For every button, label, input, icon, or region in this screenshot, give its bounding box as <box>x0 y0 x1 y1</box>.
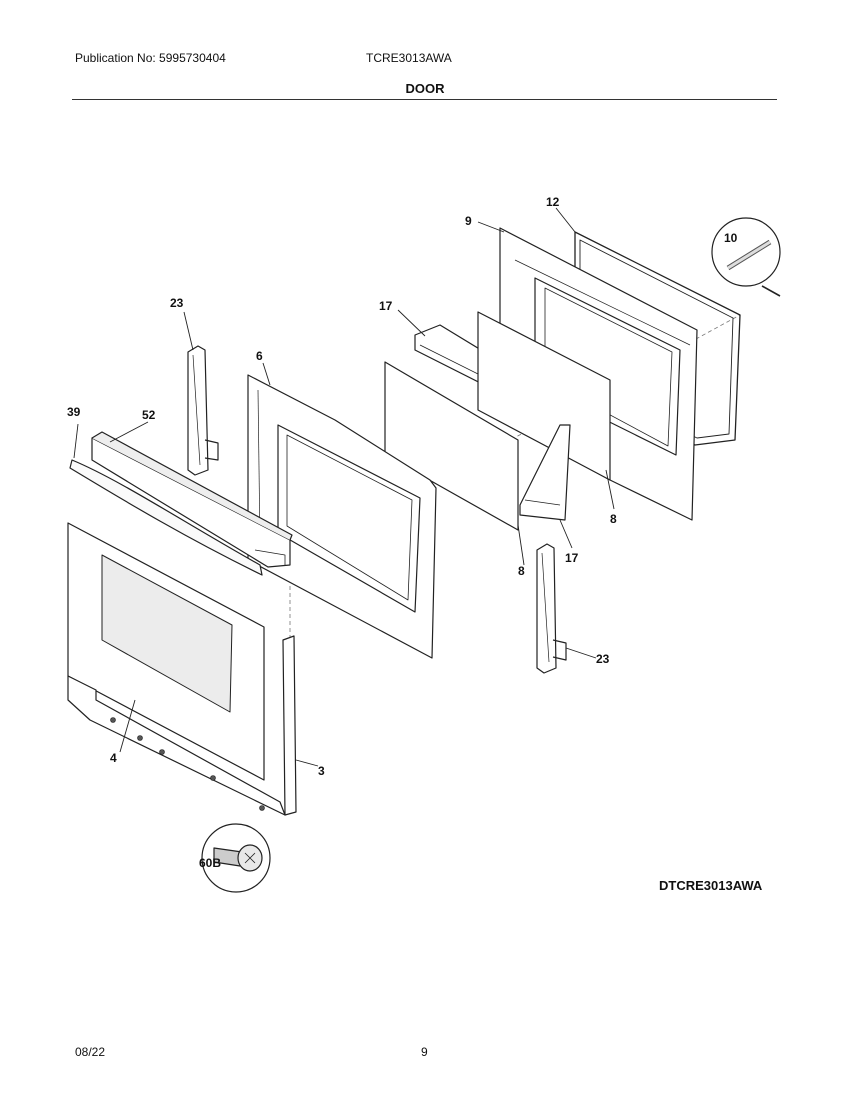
callout-8-lower: 8 <box>518 564 525 578</box>
section-title: DOOR <box>405 81 445 96</box>
part-4-outer-door <box>67 522 286 816</box>
callout-8-upper: 8 <box>610 512 617 526</box>
part-6-door-liner <box>247 374 437 659</box>
callout-39: 39 <box>67 405 81 419</box>
callout-3: 3 <box>318 764 325 778</box>
part-8-glass-lower <box>384 361 519 531</box>
leader-lines <box>73 207 615 767</box>
drawing-code: DTCRE3013AWA <box>659 878 763 893</box>
part-23-hinge-lower <box>536 543 567 674</box>
header-rule <box>72 99 777 100</box>
part-17-glass-frame-lower <box>519 424 571 521</box>
callout-4: 4 <box>110 751 117 765</box>
callout-60B: 60B <box>199 856 221 870</box>
part-60B-inset <box>201 823 271 893</box>
callout-labels: 23 6 39 52 17 9 12 10 8 8 17 23 4 3 60B <box>67 195 738 870</box>
publication-number: Publication No: 5995730404 <box>75 51 226 65</box>
callout-6: 6 <box>256 349 263 363</box>
callout-17-lower: 17 <box>565 551 579 565</box>
part-8-glass-upper <box>477 311 611 481</box>
part-3-side-trim <box>282 635 297 816</box>
callout-10: 10 <box>724 231 738 245</box>
part-39-handle <box>69 459 263 576</box>
callout-23-upper: 23 <box>170 296 184 310</box>
part-52-handle-trim <box>91 431 293 568</box>
model-number: TCRE3013AWA <box>366 51 452 65</box>
part-23-hinge-upper <box>187 345 219 476</box>
callout-23-lower: 23 <box>596 652 610 666</box>
footer-date: 08/22 <box>75 1045 106 1059</box>
page-number: 9 <box>421 1045 428 1059</box>
callout-9: 9 <box>465 214 472 228</box>
callout-52: 52 <box>142 408 156 422</box>
screws <box>110 717 265 811</box>
callout-12: 12 <box>546 195 560 209</box>
callout-17-upper: 17 <box>379 299 393 313</box>
part-10-inset <box>711 217 781 287</box>
